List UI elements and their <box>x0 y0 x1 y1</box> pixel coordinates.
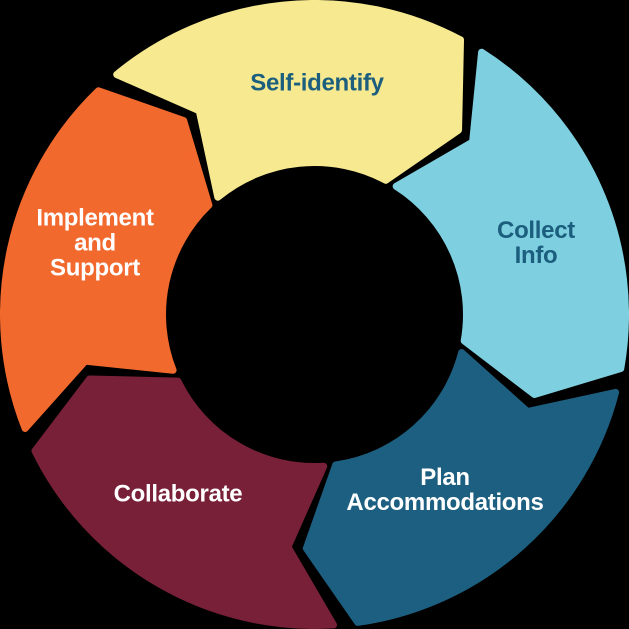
segment-plan-accommodations <box>302 349 620 626</box>
segment-collect-info <box>392 48 629 399</box>
segment-self-identify <box>113 0 465 201</box>
segment-collaborate <box>31 375 337 629</box>
segment-implement-and-support <box>0 87 213 432</box>
